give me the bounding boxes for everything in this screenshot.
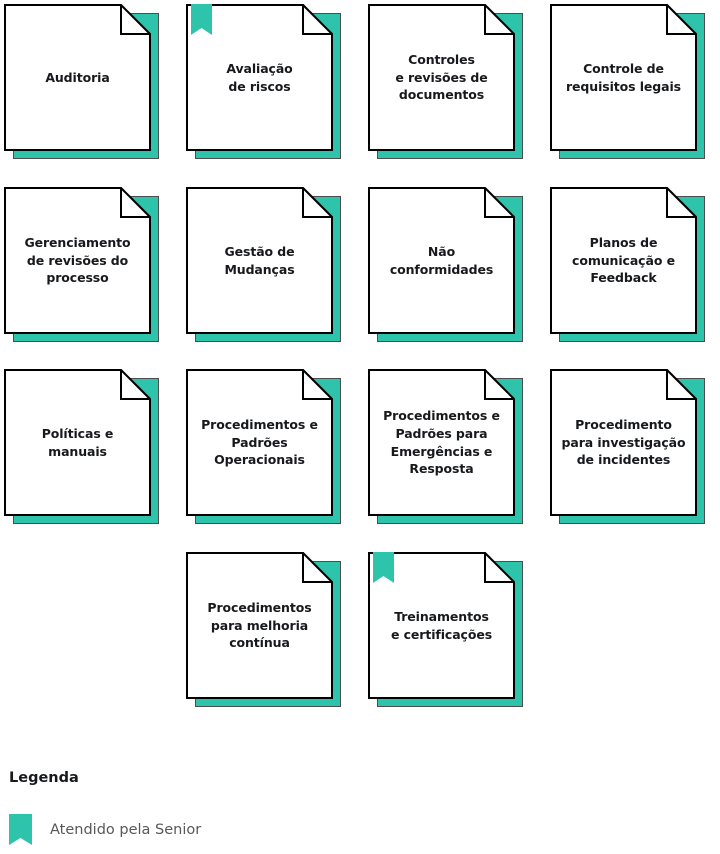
document-card-label: Procedimentos e Padrões para Emergências… — [383, 408, 500, 477]
document-sheet-icon — [550, 4, 697, 151]
document-sheet-icon — [4, 369, 151, 516]
document-sheet-icon — [186, 369, 333, 516]
document-card-label: Procedimentos para melhoria contínua — [207, 599, 312, 651]
document-sheet-icon — [4, 4, 151, 151]
document-card[interactable]: Procedimentos e Padrões Operacionais — [186, 369, 341, 524]
document-card[interactable]: Procedimento para investigação de incide… — [550, 369, 705, 524]
legend-title: Legenda — [9, 770, 79, 786]
legend-item-label: Atendido pela Senior — [50, 821, 202, 838]
document-card[interactable]: Não conformidades — [368, 187, 523, 342]
document-card[interactable]: Treinamentos e certificações — [368, 552, 523, 707]
document-card-label: Gerenciamento de revisões do processo — [24, 234, 131, 286]
document-card-label: Procedimento para investigação de incide… — [561, 416, 686, 468]
document-sheet-icon — [186, 552, 333, 699]
document-card-label: Políticas e manuais — [41, 425, 114, 459]
document-card[interactable]: Controles e revisões de documentos — [368, 4, 523, 159]
document-sheet-icon — [368, 4, 515, 151]
ribbon-marker-icon — [373, 552, 394, 583]
document-card-label: Planos de comunicação e Feedback — [572, 234, 675, 286]
document-card-label: Procedimentos e Padrões Operacionais — [201, 416, 318, 468]
legend: Legenda Atendido pela Senior — [0, 740, 720, 854]
legend-item: Atendido pela Senior — [9, 814, 201, 845]
document-card-label: Avaliação de riscos — [226, 60, 293, 94]
document-card-label: Não conformidades — [389, 243, 494, 277]
document-card[interactable]: Avaliação de riscos — [186, 4, 341, 159]
document-sheet-icon — [368, 552, 515, 699]
document-card-label: Gestão de Mudanças — [224, 243, 295, 277]
document-card[interactable]: Controle de requisitos legais — [550, 4, 705, 159]
document-card[interactable]: Políticas e manuais — [4, 369, 159, 524]
document-sheet-icon — [368, 369, 515, 516]
document-sheet-icon — [368, 187, 515, 334]
document-card-label: Controle de requisitos legais — [565, 60, 682, 94]
document-card[interactable]: Procedimentos e Padrões para Emergências… — [368, 369, 523, 524]
document-cards-diagram: Auditoria Avaliação de riscos Controles e … — [4, 4, 705, 707]
document-card-label: Controles e revisões de documentos — [395, 51, 488, 103]
document-sheet-icon — [4, 187, 151, 334]
document-card[interactable]: Gerenciamento de revisões do processo — [4, 187, 159, 342]
document-card-label: Auditoria — [45, 69, 110, 85]
document-card[interactable]: Planos de comunicação e Feedback — [550, 187, 705, 342]
document-sheet-icon — [550, 369, 697, 516]
ribbon-marker-icon — [9, 814, 32, 845]
document-sheet-icon — [186, 187, 333, 334]
document-card[interactable]: Gestão de Mudanças — [186, 187, 341, 342]
ribbon-marker-icon — [191, 4, 212, 35]
document-sheet-icon — [550, 187, 697, 334]
document-sheet-icon — [186, 4, 333, 151]
document-card-label: Treinamentos e certificações — [390, 608, 493, 642]
document-card[interactable]: Procedimentos para melhoria contínua — [186, 552, 341, 707]
document-card[interactable]: Auditoria — [4, 4, 159, 159]
